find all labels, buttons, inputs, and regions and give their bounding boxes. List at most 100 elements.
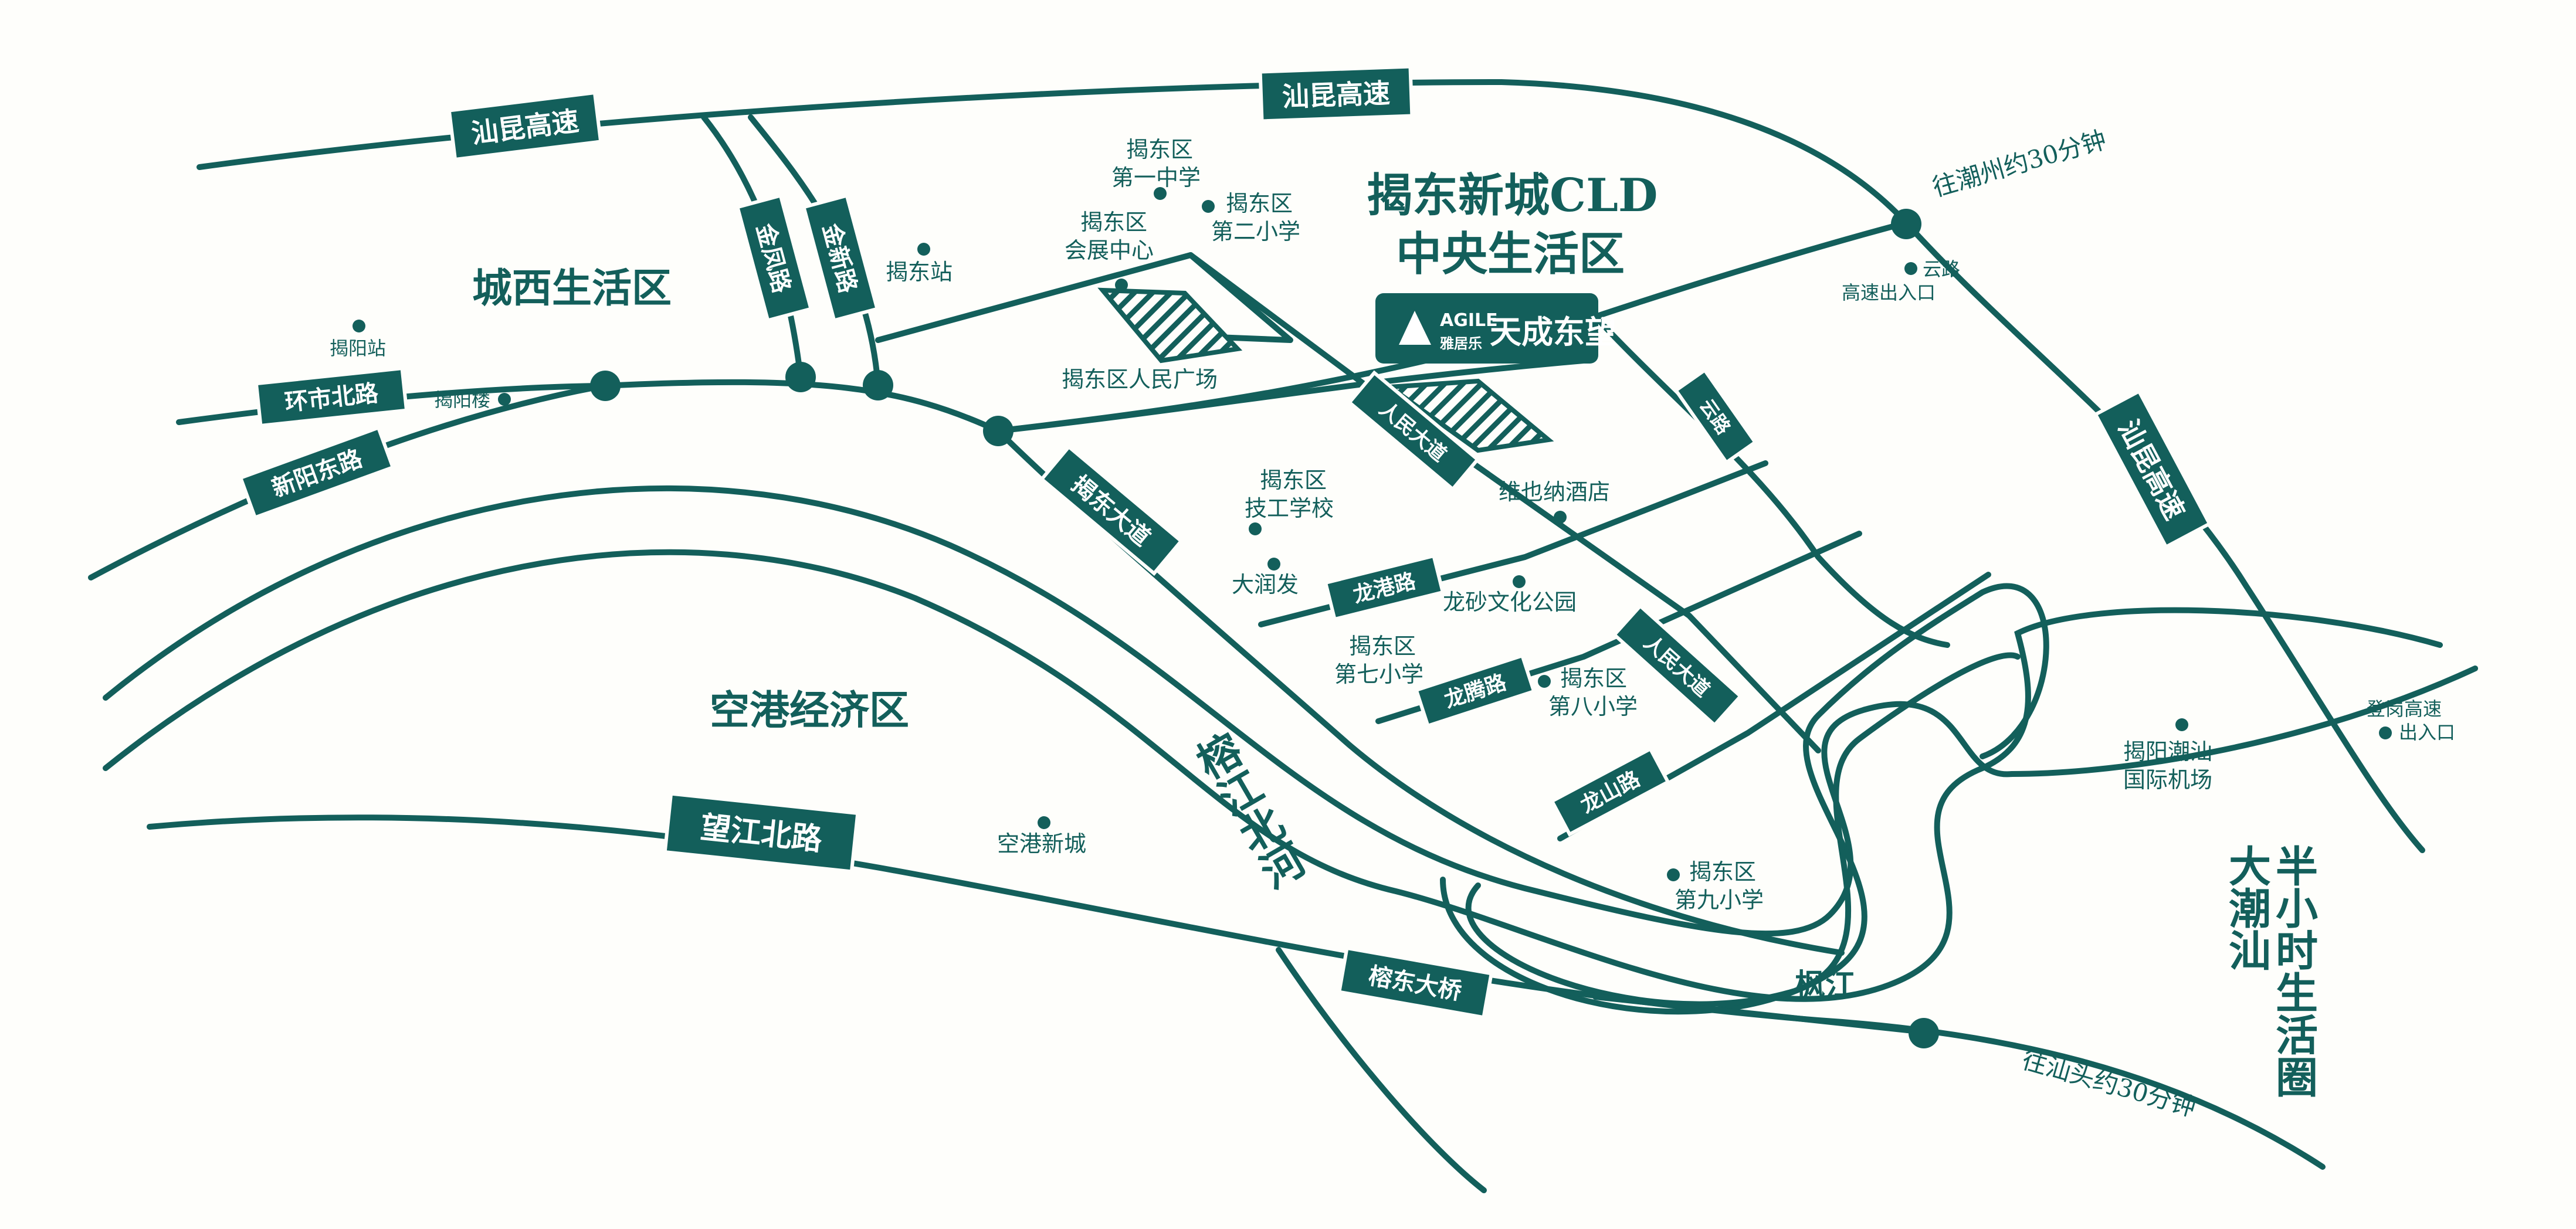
cld-title-line1: 揭东新城CLD <box>1367 169 1658 222</box>
to-shantou-road <box>1592 994 1927 1035</box>
poi-school-7-line1: 揭东区 <box>1349 633 1416 659</box>
plate-longgang: 龙港路 <box>1323 554 1445 622</box>
plate-shankun-right: 汕昆高速 <box>2093 389 2212 549</box>
poi-dot <box>1267 558 1280 571</box>
poi-konggang-newtown: 空港新城 <box>997 831 1086 857</box>
logo-brand-en: AGILE <box>1440 310 1498 331</box>
poi-denggang-exit-line1: 登岗高速 <box>2367 698 2442 720</box>
district-chengxi: 城西生活区 <box>472 265 672 312</box>
poi-tech-school-line1: 揭东区 <box>1260 467 1327 493</box>
svg-text:汕昆高速: 汕昆高速 <box>1282 77 1391 113</box>
project-logo: AGILE 雅居乐 天成东望 <box>1375 293 1616 364</box>
plate-shankun-top-left: 汕昆高速 <box>447 90 603 162</box>
plate-yunlu: 云路 <box>1673 368 1758 465</box>
poi-dot <box>1904 262 1917 275</box>
junction-node <box>1891 209 1921 239</box>
poi-yunlu-exit-line2: 高速出入口 <box>1842 281 1936 304</box>
logo-brand-cn: 雅居乐 <box>1440 335 1482 352</box>
plate-huanshi-north: 环市北路 <box>254 366 409 428</box>
poi-people-square: 揭东区人民广场 <box>1062 366 1218 392</box>
fengjiang-bank-west <box>1440 583 2049 1015</box>
rongjiang-bank-south <box>103 549 2443 1002</box>
rongdong-bridge-line <box>1276 947 1487 1193</box>
junction-node <box>863 370 893 400</box>
fengjiang-bank-east <box>1465 652 2021 1007</box>
direction-to-shantou: 往汕头约30分钟 <box>2019 1045 2199 1122</box>
convention-area <box>1097 287 1243 364</box>
renmin-avenue-line <box>1188 252 1821 753</box>
poi-dot <box>1538 675 1551 688</box>
east-axis-road <box>1592 314 1950 648</box>
junction-node <box>590 371 621 401</box>
plate-rongdong-bridge: 榕东大桥 <box>1337 946 1494 1020</box>
half-hour-circle-col2: 大潮汕 <box>2222 844 2272 971</box>
logo-project-name: 天成东望 <box>1490 314 1616 351</box>
junction-node <box>785 362 816 392</box>
poi-school-9-line1: 揭东区 <box>1689 859 1756 885</box>
poi-markers: 揭阳站 揭阳楼 揭东站 揭东区 第一中学 揭东区 第二小学 揭东区 会展中心 揭… <box>330 137 2455 913</box>
poi-school-2-line1: 揭东区 <box>1226 191 1293 216</box>
poi-darunfa: 大润发 <box>1232 572 1299 597</box>
cld-title-line2: 中央生活区 <box>1396 228 1625 281</box>
poi-school-8-line2: 第八小学 <box>1548 694 1638 719</box>
plate-wangjiang-north: 望江北路 <box>663 792 860 874</box>
poi-tech-school-line2: 技工学校 <box>1245 495 1334 521</box>
plate-jinfeng: 金凤路 <box>735 193 814 323</box>
poi-denggang-exit-line2: 出入口 <box>2399 721 2455 743</box>
poi-airport-line1: 揭阳潮汕 <box>2123 739 2212 765</box>
plate-longshan: 龙山路 <box>1550 746 1670 837</box>
poi-longsha-park: 龙砂文化公园 <box>1443 589 1577 615</box>
poi-school-9-line2: 第九小学 <box>1675 887 1764 913</box>
rivers <box>103 485 2478 1015</box>
plate-jinxin: 金新路 <box>801 193 880 323</box>
poi-dot <box>917 243 930 256</box>
junction-node <box>983 416 1014 446</box>
poi-dot <box>1202 200 1215 213</box>
plate-shankun-top-mid: 汕昆高速 <box>1258 64 1414 123</box>
poi-convention-line1: 揭东区 <box>1080 209 1147 235</box>
poi-dot <box>1513 575 1526 588</box>
poi-dot <box>1667 868 1680 881</box>
poi-jieyang-lou: 揭阳楼 <box>434 389 490 411</box>
poi-dot <box>1115 279 1128 291</box>
shankun-expressway-road <box>196 79 2425 853</box>
poi-jiedong-station: 揭东站 <box>886 259 953 285</box>
district-konggang: 空港经济区 <box>710 687 909 734</box>
poi-yunlu-exit-line1: 云路 <box>1923 258 1960 280</box>
poi-convention-line2: 会展中心 <box>1065 237 1154 263</box>
river-fengjiang: 枫江 <box>1795 967 1856 1003</box>
half-hour-circle-col1: 半小时生活圈 <box>2269 844 2319 1098</box>
poi-dot <box>1154 187 1167 200</box>
junctions <box>590 209 1939 1048</box>
project-areas <box>1097 287 1554 453</box>
poi-school-1-line2: 第一中学 <box>1111 165 1201 191</box>
plate-longteng: 龙腾路 <box>1414 653 1537 728</box>
poi-jieyang-station: 揭阳站 <box>330 337 386 359</box>
roads <box>88 79 2425 1193</box>
plate-renmin-avenue-top: 人民大道 <box>1347 370 1480 492</box>
poi-school-7-line2: 第七小学 <box>1334 661 1423 687</box>
poi-school-2-line2: 第二小学 <box>1211 219 1300 245</box>
poi-dot <box>2379 726 2392 739</box>
poi-dot <box>498 393 511 406</box>
plate-xinyang-east: 新阳东路 <box>238 425 395 520</box>
road-plates: 汕昆高速 汕昆高速 汕昆高速 金凤路 金新路 环市北路 新阳东路 揭东大道 <box>238 64 2212 1020</box>
district-labels: 城西生活区 空港经济区 揭东新城CLD 中央生活区 半小时生活圈 大潮汕 <box>472 169 2319 1098</box>
logo-badge <box>1375 293 1598 364</box>
poi-school-1-line1: 揭东区 <box>1126 137 1193 162</box>
poi-dot <box>1038 816 1050 829</box>
direction-labels: 往潮州约30分钟 往汕头约30分钟 <box>1929 125 2199 1122</box>
direction-to-chaozhou: 往潮州约30分钟 <box>1929 125 2109 202</box>
poi-school-8-line1: 揭东区 <box>1560 666 1627 691</box>
poi-dot <box>1554 511 1567 524</box>
project-site-area <box>1383 378 1554 453</box>
poi-airport-line2: 国际机场 <box>2123 767 2212 793</box>
river-rongjiang-north: 榕江北河 <box>1184 726 1311 898</box>
plate-jiedong-avenue: 揭东大道 <box>1039 444 1184 576</box>
junction-node <box>1909 1018 1939 1048</box>
poi-vienna-hotel: 维也纳酒店 <box>1499 479 1610 505</box>
wangjiang-north-road-line <box>147 814 2326 1170</box>
poi-dot <box>1249 522 1262 535</box>
poi-dot <box>352 320 365 332</box>
